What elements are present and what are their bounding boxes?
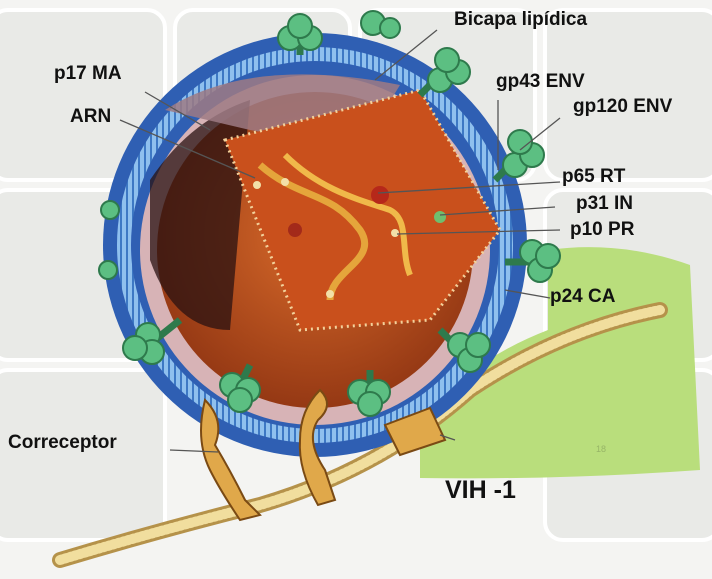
label-bilayer: Bicapa lipídica [454,10,587,30]
rt-enzyme [371,186,389,204]
label-gp43: gp43 ENV [496,72,585,92]
label-coreceptor: Correceptor [8,433,117,453]
label-p65: p65 RT [562,167,625,187]
label-p10: p10 PR [570,220,634,240]
label-p31: p31 IN [576,194,633,214]
label-gp120: gp120 ENV [573,97,672,117]
diagram-title: VIH -1 [445,476,516,504]
label-arn: ARN [70,107,111,127]
label-p17: p17 MA [54,64,122,84]
svg-text:18: 18 [596,444,606,454]
label-p24: p24 CA [550,287,615,307]
virus-particle [103,33,527,457]
